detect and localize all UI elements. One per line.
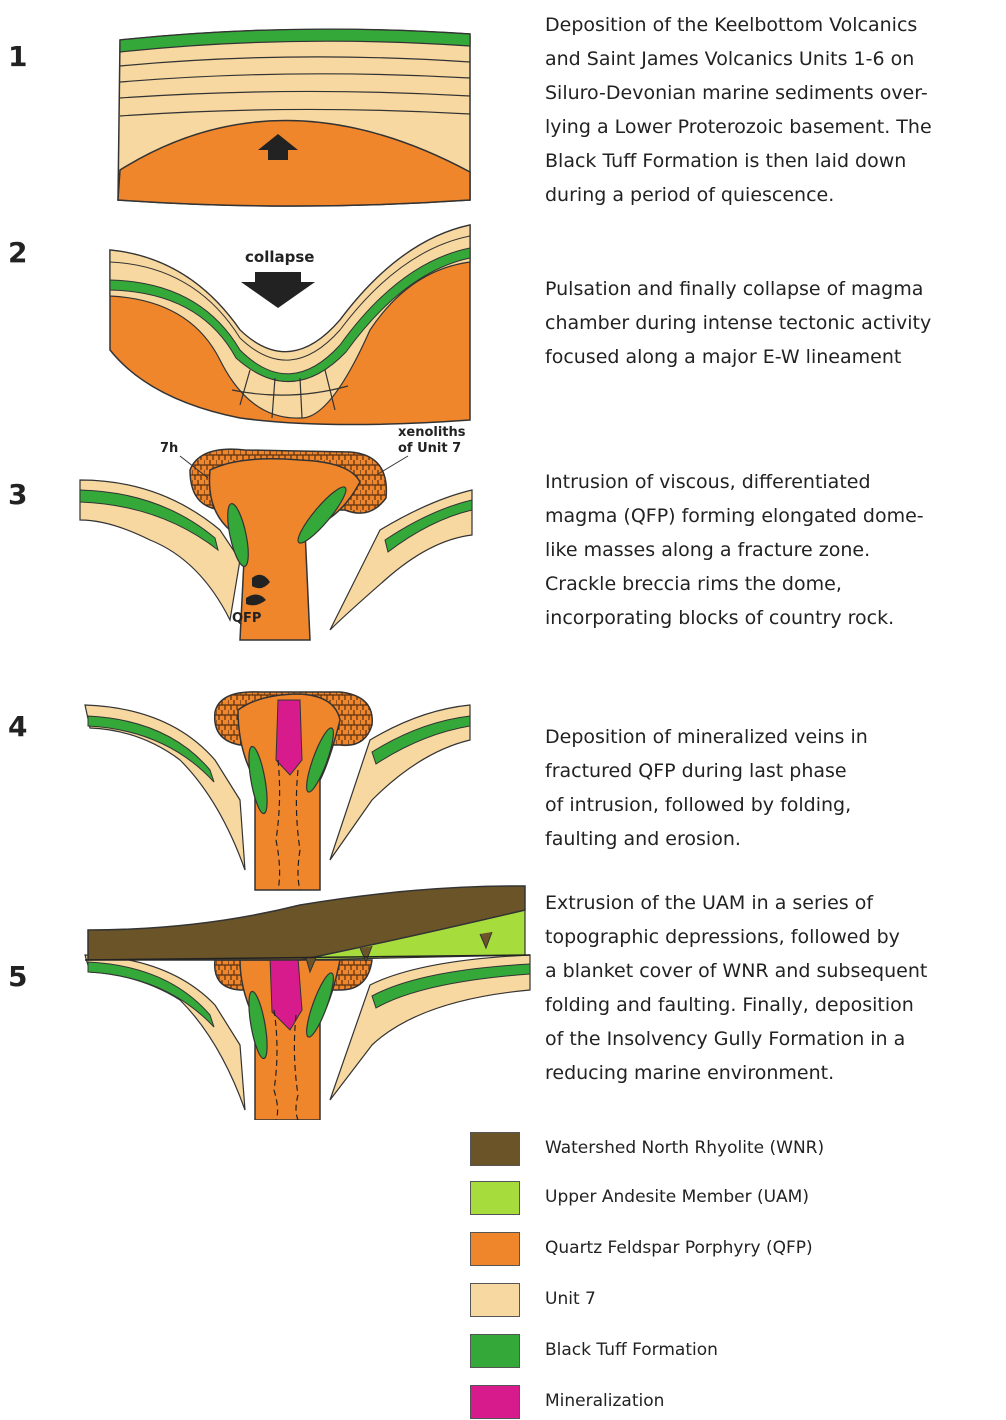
legend-swatch-wnr [470, 1132, 520, 1166]
collapse-arrow [241, 272, 315, 308]
stage-description-4: Deposition of mineralized veins in fract… [545, 720, 1005, 856]
stage-4-mineralization [276, 700, 302, 775]
stage-1-diagram [118, 29, 470, 206]
legend-item-mineralization: Mineralization [470, 1385, 1000, 1419]
legend-swatch-mineralization [470, 1385, 520, 1419]
legend-label-uam: Upper Andesite Member (UAM) [545, 1187, 809, 1207]
legend-swatch-uam [470, 1181, 520, 1215]
legend-item-black-tuff: Black Tuff Formation [470, 1334, 1000, 1368]
stage-description-2: Pulsation and finally collapse of magma … [545, 272, 1005, 374]
stage-5-diagram [85, 886, 530, 1120]
stage-2-diagram: collapse [110, 225, 470, 425]
legend-label-mineralization: Mineralization [545, 1391, 664, 1411]
stage-3-diagram: 7h xenoliths of Unit 7 QFP [80, 425, 472, 640]
label-7h: 7h [160, 441, 178, 456]
collapse-label: collapse [245, 248, 314, 266]
legend-item-unit7: Unit 7 [470, 1283, 1000, 1317]
legend-item-wnr: Watershed North Rhyolite (WNR) [470, 1132, 1000, 1166]
legend-swatch-qfp [470, 1232, 520, 1266]
stage-4-diagram [85, 692, 470, 890]
legend-label-wnr: Watershed North Rhyolite (WNR) [545, 1138, 824, 1158]
stage-description-1: Deposition of the Keelbottom Volcanics a… [545, 8, 1005, 212]
legend-swatch-unit7 [470, 1283, 520, 1317]
legend-label-black-tuff: Black Tuff Formation [545, 1340, 718, 1360]
cross-section-diagrams: collapse 7h xenoliths of Unit 7 QFP [0, 0, 540, 1120]
legend-item-uam: Upper Andesite Member (UAM) [470, 1181, 1000, 1215]
legend-item-qfp: Quartz Feldspar Porphyry (QFP) [470, 1232, 1000, 1266]
qfp-label: QFP [232, 611, 261, 626]
stage-description-3: Intrusion of viscous, differentiated mag… [545, 465, 1005, 635]
xenoliths-label-1: xenoliths [398, 425, 466, 440]
xenoliths-label-2: of Unit 7 [398, 441, 461, 456]
legend-label-unit7: Unit 7 [545, 1289, 596, 1309]
stage-description-5: Extrusion of the UAM in a series of topo… [545, 886, 1005, 1090]
legend-swatch-black-tuff [470, 1334, 520, 1368]
legend-label-qfp: Quartz Feldspar Porphyry (QFP) [545, 1238, 813, 1258]
